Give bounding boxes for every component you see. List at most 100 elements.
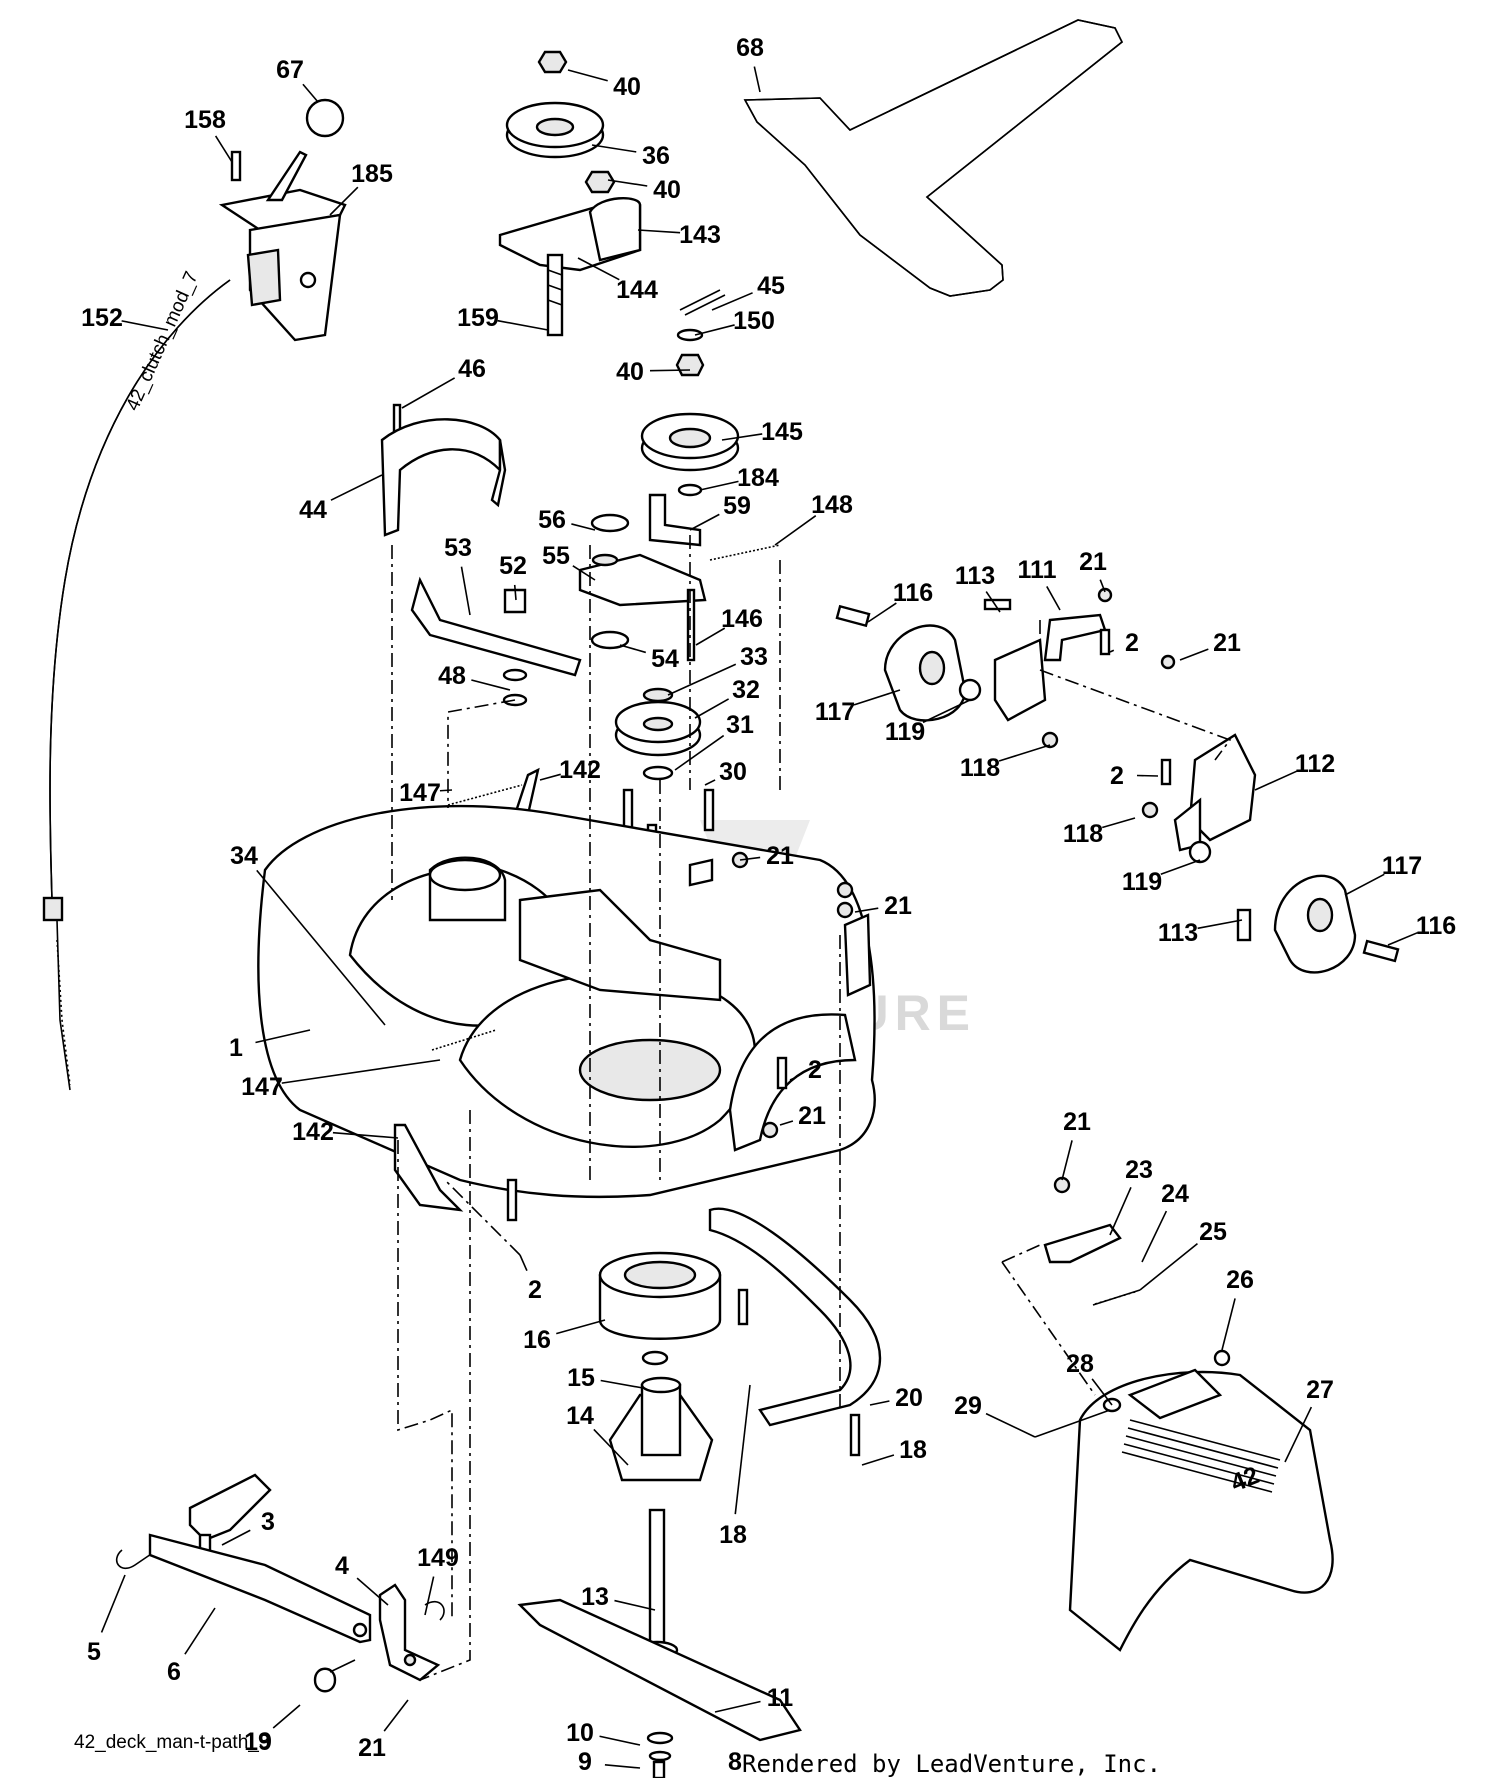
callout-leader <box>1099 579 1106 593</box>
callout-leader <box>985 591 1001 613</box>
callout-number: 9 <box>578 1748 592 1776</box>
callout-number: 18 <box>899 1436 927 1464</box>
gauge-wheel-lower <box>1141 654 1400 974</box>
callout-leader <box>591 144 637 153</box>
spindle-stack <box>506 1178 802 1778</box>
callout-number: 142 <box>559 756 601 784</box>
callout-number: 10 <box>566 1719 594 1747</box>
callout-leader <box>1061 1140 1073 1181</box>
callout-leader <box>302 83 319 103</box>
callout-number: 40 <box>613 73 641 101</box>
callout-number: 14 <box>566 1402 594 1430</box>
diagram-caption: 42_deck_man-t-path_3 <box>74 1732 269 1753</box>
callout-leader <box>460 566 471 616</box>
callout-leader <box>649 369 691 372</box>
callout-labels: 6715818515240364014314415968451504014518… <box>81 34 1456 1776</box>
lift-link <box>410 576 582 707</box>
callout-number: 16 <box>523 1326 551 1354</box>
chute-bracket <box>1043 1176 1231 1367</box>
callout-leader <box>695 627 726 646</box>
callout-leader <box>1109 1186 1132 1236</box>
callout-leader <box>714 1700 761 1713</box>
callout-number: 184 <box>737 464 779 492</box>
callout-number: 29 <box>954 1392 982 1420</box>
callout-number: 53 <box>444 534 472 562</box>
callout-number: 44 <box>299 496 327 524</box>
callout-leader <box>1160 859 1201 875</box>
callout-leader <box>699 480 739 491</box>
callout-leader <box>332 1131 399 1139</box>
upper-spring <box>447 784 523 806</box>
callout-leader <box>256 869 386 1026</box>
callout-leader <box>854 907 879 913</box>
callout-leader <box>439 789 453 792</box>
callout-number: 24 <box>1161 1180 1189 1208</box>
callout-number: 21 <box>1213 629 1241 657</box>
mower-deck <box>257 804 876 1199</box>
clutch-knob <box>305 98 345 138</box>
callout-number: 52 <box>499 552 527 580</box>
callout-leader <box>1179 648 1209 661</box>
callout-number: 145 <box>761 418 803 446</box>
callout-leader <box>861 1454 895 1466</box>
callout-leader <box>1284 1406 1313 1463</box>
cable-label: 42_clutch_mod_7 <box>122 268 202 414</box>
callout-number: 2 <box>528 1276 542 1304</box>
callout-leader <box>1091 1378 1113 1406</box>
callout-leader <box>867 602 897 623</box>
deck-nut-c <box>836 901 854 919</box>
callout-number: 111 <box>1018 556 1057 584</box>
idler-spring <box>709 544 781 561</box>
baffle-bolt-b <box>849 1413 861 1457</box>
callout-number: 150 <box>733 307 775 335</box>
deck-lift-links <box>116 1473 445 1693</box>
callout-leader <box>221 1529 251 1546</box>
callout-number: 147 <box>241 1073 283 1101</box>
deck-nut-d <box>761 1121 779 1139</box>
callout-number: 148 <box>811 491 853 519</box>
callout-leader <box>1344 873 1385 896</box>
callout-number: 113 <box>955 562 995 590</box>
tension-arm <box>578 513 707 662</box>
callout-number: 147 <box>399 779 441 807</box>
callout-leader <box>869 1400 890 1406</box>
callout-leader <box>255 1029 311 1044</box>
callout-leader <box>998 744 1051 762</box>
callout-leader <box>739 856 761 861</box>
callout-number: 32 <box>732 676 760 704</box>
deck-baffle <box>708 1207 882 1427</box>
callout-number: 21 <box>766 842 794 870</box>
idler-pulley-stack <box>640 289 740 497</box>
callout-number: 112 <box>1295 750 1335 778</box>
callout-number: 152 <box>81 304 123 332</box>
callout-number: 185 <box>351 160 393 188</box>
callout-leader <box>1046 586 1061 611</box>
callout-number: 113 <box>1158 919 1198 947</box>
callout-leader <box>853 689 901 706</box>
callout-leader <box>1139 1242 1198 1291</box>
callout-number: 55 <box>542 542 570 570</box>
discharge-chute: 42 <box>1034 1368 1334 1652</box>
callout-leader <box>519 1254 528 1272</box>
callout-leader <box>401 377 456 409</box>
callout-leader <box>1221 1298 1236 1351</box>
callout-leader <box>572 565 596 581</box>
callout-leader <box>214 135 233 163</box>
deck-bolt-a <box>776 1056 788 1090</box>
baffle-bolt-a <box>737 1288 749 1326</box>
callout-leader <box>556 1319 606 1335</box>
callout-leader <box>383 1699 409 1732</box>
callout-leader <box>281 1059 441 1084</box>
callout-leader <box>1387 931 1418 946</box>
callout-number: 8 <box>728 1748 742 1776</box>
callout-number: 27 <box>1306 1376 1334 1404</box>
callout-leader <box>356 1577 389 1606</box>
render-credit: Rendered by LeadVenture, Inc. <box>742 1750 1161 1778</box>
callout-number: 18 <box>719 1521 747 1549</box>
callout-number: 119 <box>885 718 925 746</box>
callout-leader <box>734 1384 751 1515</box>
callout-number: 21 <box>1063 1108 1091 1136</box>
callout-number: 143 <box>679 221 721 249</box>
callout-number: 68 <box>736 34 764 62</box>
